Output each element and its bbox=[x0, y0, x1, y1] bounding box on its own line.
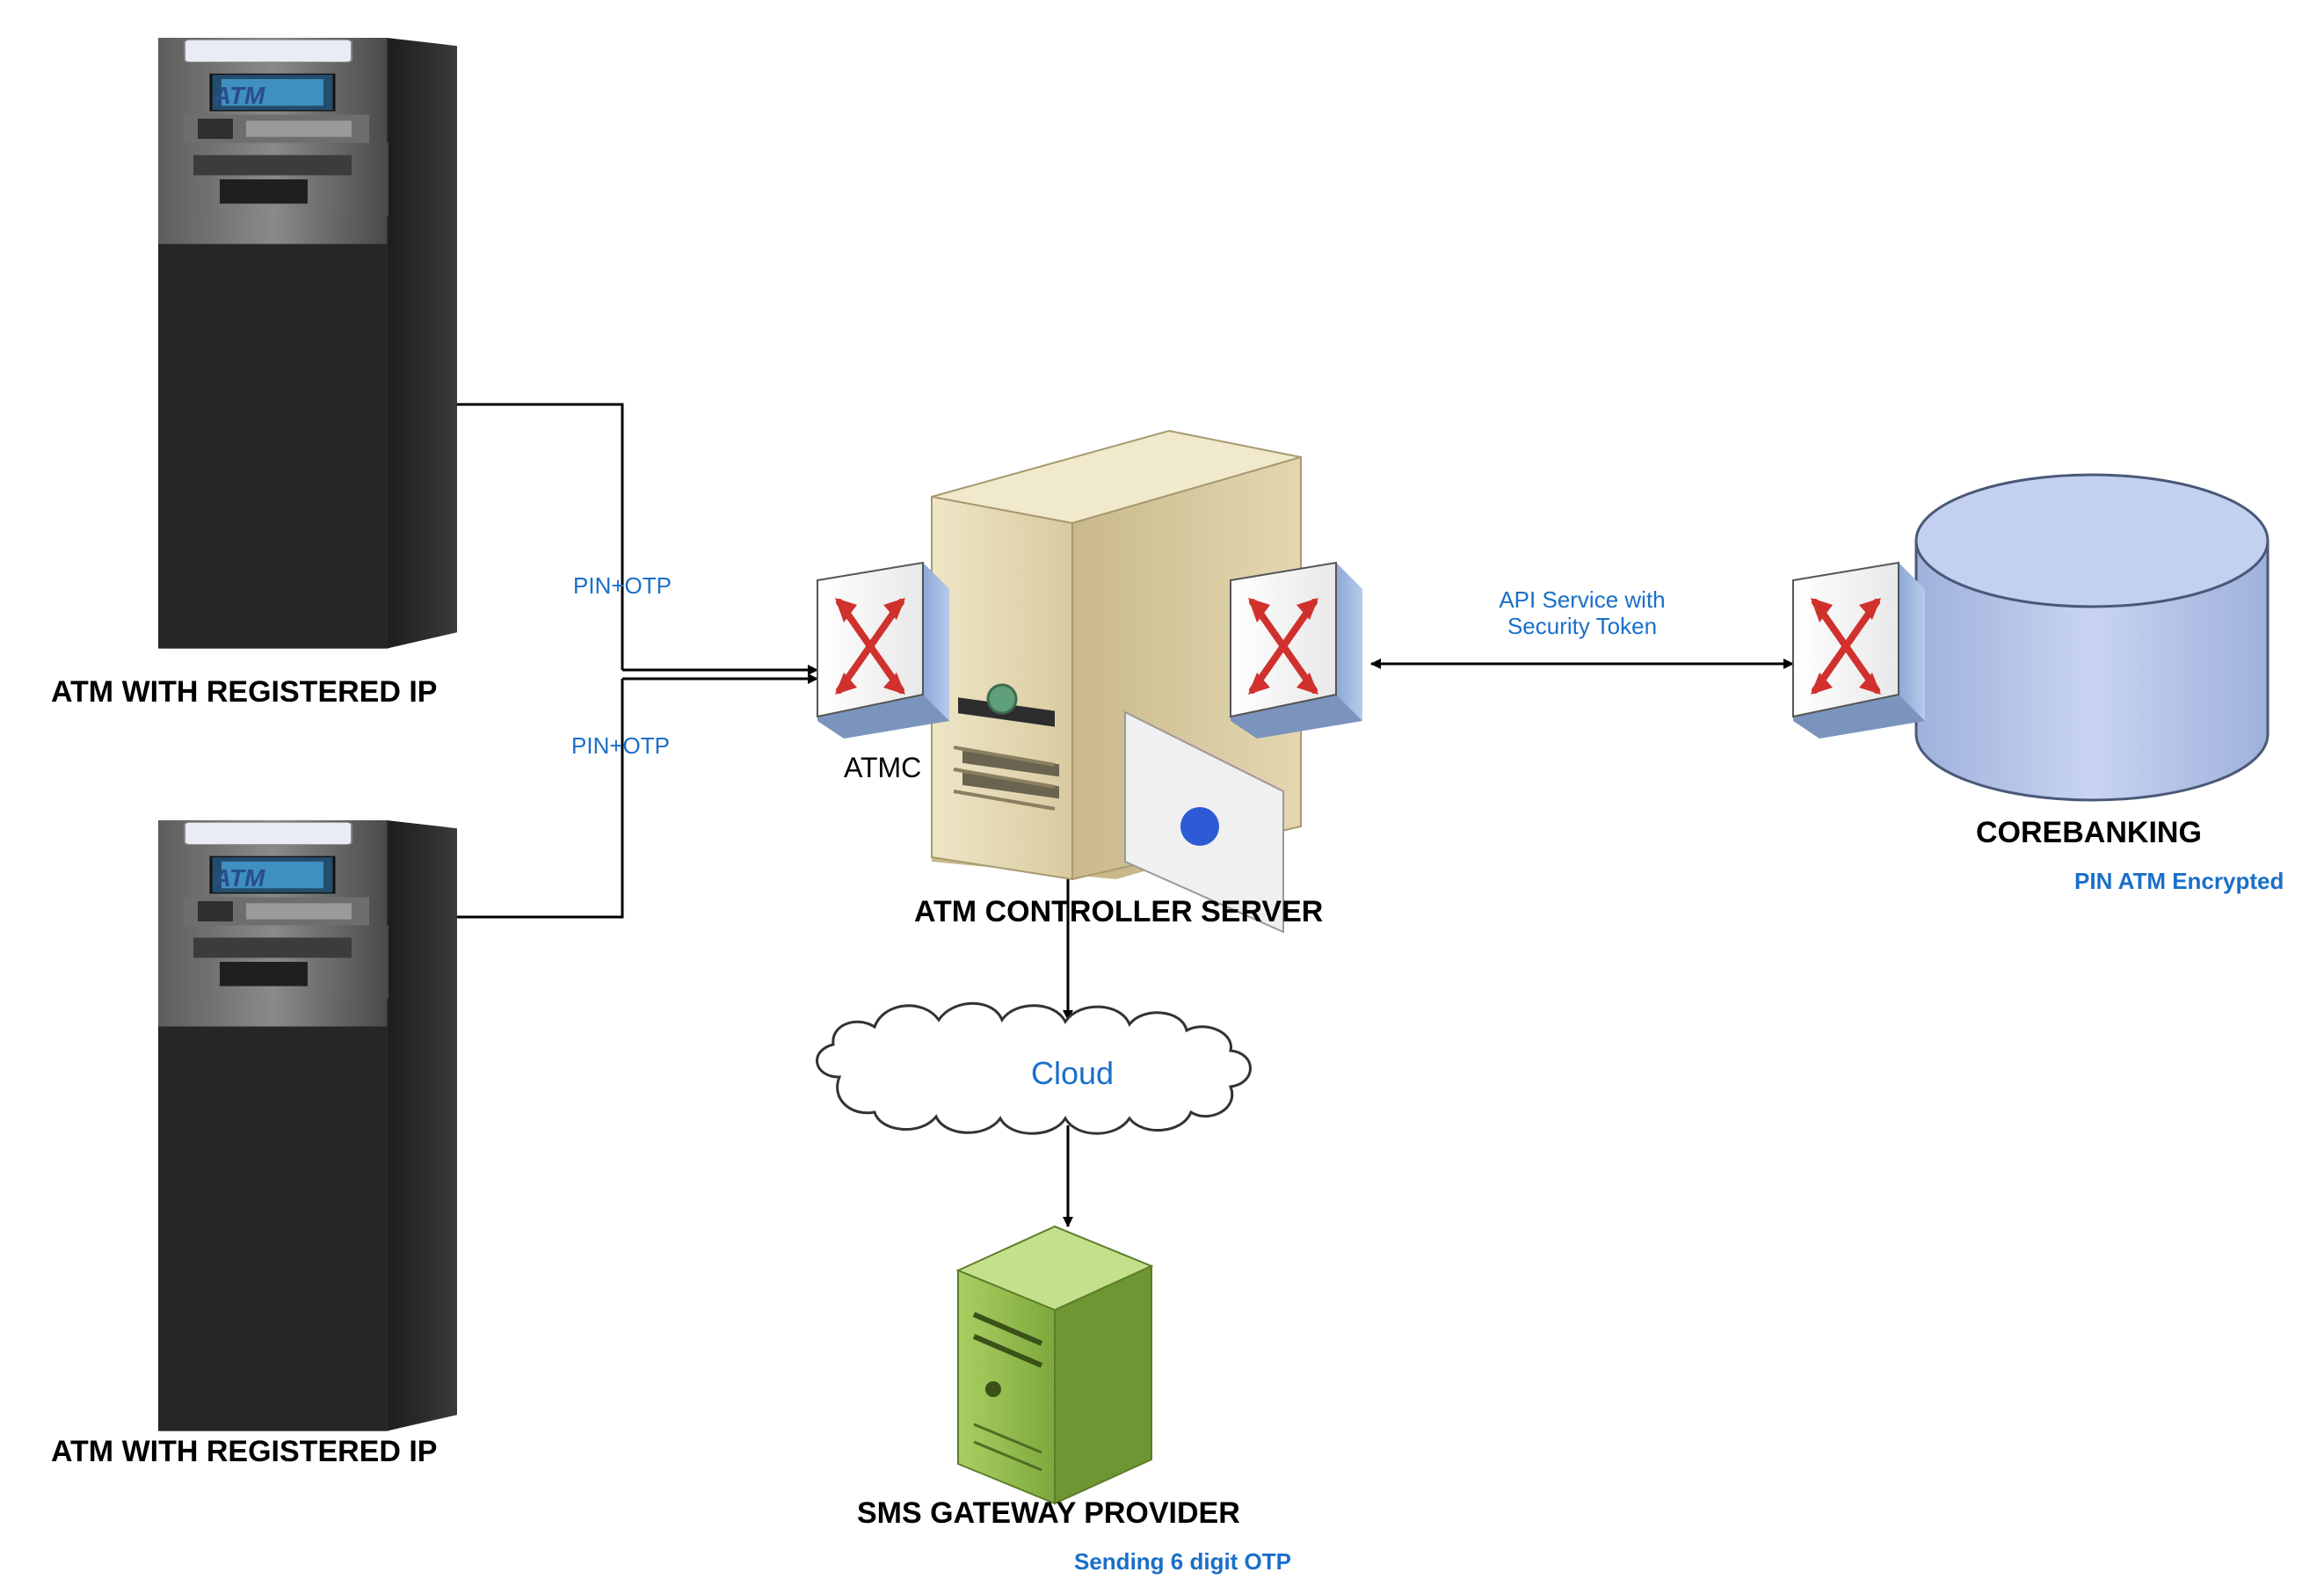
atm-machine-icon bbox=[156, 36, 459, 651]
sms-server-icon bbox=[955, 1225, 1154, 1505]
atm-bottom-screen-text: ATM bbox=[213, 864, 265, 892]
cloud-label: Cloud bbox=[1031, 1055, 1115, 1091]
sms-note: Sending 6 digit OTP bbox=[1074, 1548, 1291, 1575]
corebanking-note: PIN ATM Encrypted bbox=[2074, 868, 2284, 894]
connection-lines bbox=[383, 399, 1794, 1227]
database-cylinder-icon bbox=[1914, 473, 2270, 802]
network-switch-icon bbox=[1793, 563, 1925, 739]
network-switch-icon bbox=[1231, 563, 1362, 739]
edge-label-api-line2: Security Token bbox=[1507, 612, 1658, 639]
cloud-icon bbox=[816, 1001, 1252, 1135]
edge-label-pin-otp-bottom: PIN+OTP bbox=[571, 732, 670, 759]
security-card-icon bbox=[1124, 710, 1284, 934]
edge-atm-top-controller bbox=[383, 399, 624, 670]
corebanking-label: COREBANKING bbox=[1976, 816, 2202, 849]
atm-machine-icon bbox=[156, 819, 459, 1433]
sms-label: SMS GATEWAY PROVIDER bbox=[857, 1496, 1240, 1530]
atm-bottom-label: ATM WITH REGISTERED IP bbox=[51, 1435, 438, 1468]
edge-label-api-service: API Service with Security Token bbox=[1442, 586, 1723, 640]
edge-atm-bottom-controller bbox=[396, 679, 624, 922]
edge-label-api-line1: API Service with bbox=[1499, 586, 1666, 613]
network-switch-icon bbox=[817, 563, 949, 739]
controller-label: ATM CONTROLLER SERVER bbox=[914, 895, 1324, 928]
edge-label-pin-otp-top: PIN+OTP bbox=[573, 572, 672, 599]
atm-top-label: ATM WITH REGISTERED IP bbox=[51, 675, 438, 709]
controller-short-label: ATMC bbox=[844, 752, 922, 783]
atm-top-screen-text: ATM bbox=[213, 82, 265, 109]
